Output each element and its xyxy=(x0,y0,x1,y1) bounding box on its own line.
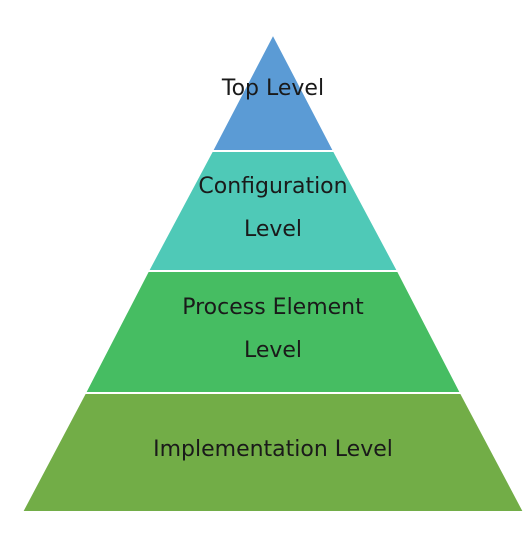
tier-label-line: Top Level xyxy=(221,76,325,101)
tier-label-line: Implementation Level xyxy=(153,437,393,462)
tier-label-line: Process Element xyxy=(182,295,364,320)
tier-label-top-level: Top Level xyxy=(0,67,531,110)
tier-label-process-element-level: Process Element Level xyxy=(0,286,531,372)
tier-label-line: Configuration xyxy=(198,174,348,199)
tier-label-implementation-level: Implementation Level xyxy=(0,428,531,471)
tier-label-configuration-level: Configuration Level xyxy=(0,165,531,251)
tier-label-line: Level xyxy=(243,217,303,242)
tier-implementation-level xyxy=(20,392,526,513)
tier-label-line: Level xyxy=(243,338,303,363)
